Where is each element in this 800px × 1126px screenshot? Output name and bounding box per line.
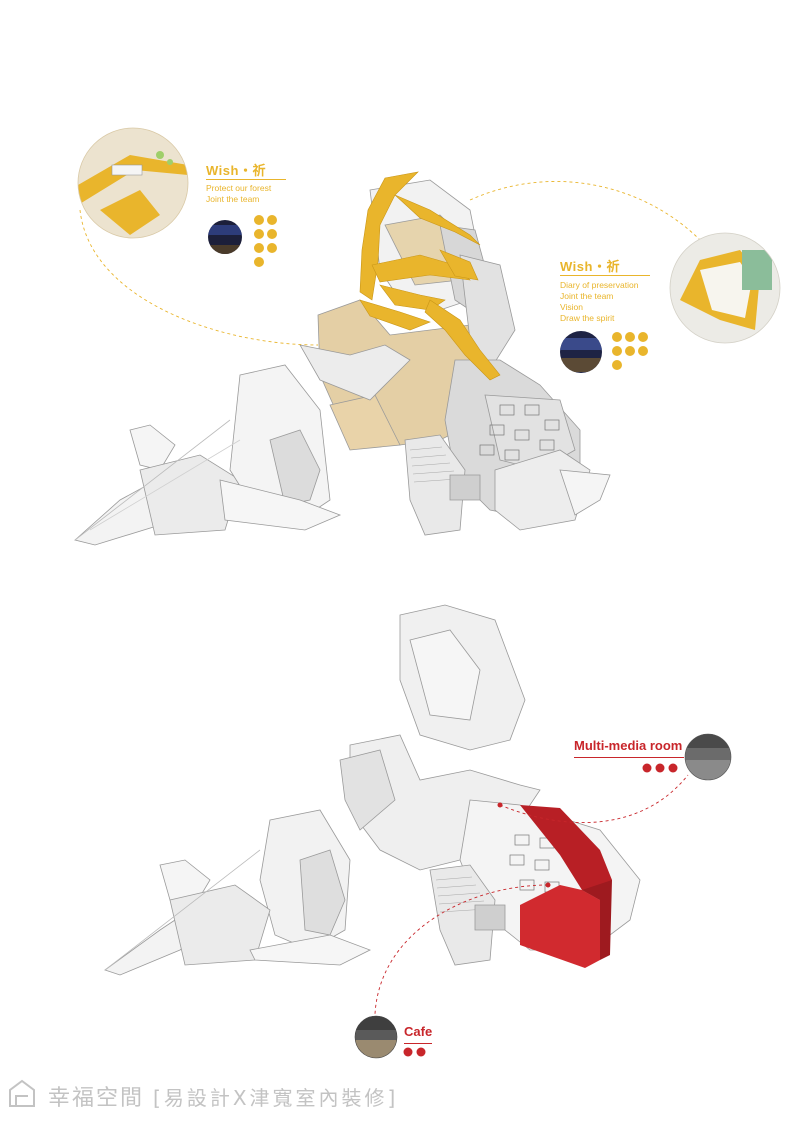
brand-logo-icon: [9, 1079, 35, 1107]
footer-brand: 幸福空間: [48, 1086, 145, 1111]
cafe-label: Cafe: [404, 1024, 433, 1039]
multimedia-photo-thumbnail: [684, 733, 732, 781]
location-icon: [612, 360, 622, 370]
wish-line-right-2: Joint the team: [560, 291, 614, 301]
cafe-divider: [404, 1043, 432, 1044]
share-icon: [612, 346, 622, 356]
icon-cluster-right: [612, 332, 648, 370]
location-icon: [638, 346, 648, 356]
photo-thumbnail-left: [208, 220, 242, 254]
music-icon: [638, 332, 648, 342]
wish-title-right: Wish・祈: [560, 259, 620, 274]
settings-icon: [254, 243, 264, 253]
footer-credit: 幸福空間 [易設計X津寬室內裝修]: [14, 1080, 398, 1112]
icon-cluster-cafe: [403, 1047, 426, 1057]
share-icon: [267, 229, 277, 239]
bottom-floor-plan: [104, 604, 641, 976]
location-icon: [254, 257, 264, 267]
multimedia-room-highlight: [520, 805, 612, 968]
stage-icon: [254, 215, 264, 225]
wish-line-right-3: Vision: [560, 302, 583, 312]
cafe-marker: [545, 882, 551, 888]
wish-detail-bubble-left: [77, 127, 189, 239]
wish-title-left: Wish・祈: [206, 163, 266, 178]
wish-detail-bubble-right: [669, 232, 781, 344]
cafe-photo-thumbnail: [354, 1015, 398, 1059]
music-icon: [668, 763, 678, 773]
top-floor-plan: [74, 179, 611, 546]
icon-cluster-left: [254, 215, 277, 267]
multimedia-room-label: Multi-media room: [574, 738, 683, 753]
wish-line-right-1: Diary of preservation: [560, 280, 639, 290]
callout-connectors-bottom: [374, 774, 689, 1015]
wish-line-left-1: Protect our forest: [206, 183, 272, 193]
share-icon: [416, 1047, 426, 1057]
photo-thumbnail-right: [560, 331, 602, 373]
settings-icon: [625, 346, 635, 356]
icon-cluster-multimedia: [642, 763, 678, 773]
music-icon: [254, 229, 264, 239]
stage-icon: [612, 332, 622, 342]
wish-path-highlight: [359, 171, 501, 381]
screen-icon: [642, 763, 652, 773]
screen-icon: [625, 332, 635, 342]
screen-icon: [403, 1047, 413, 1057]
wish-divider-left: [206, 179, 286, 180]
multimedia-divider: [574, 757, 684, 758]
stage-icon: [655, 763, 665, 773]
multimedia-marker: [497, 802, 503, 808]
wish-divider-right: [560, 275, 650, 276]
wish-line-left-2: Joint the team: [206, 194, 260, 204]
callout-connectors-top: [79, 181, 701, 346]
location-icon: [267, 243, 277, 253]
wish-line-right-4: Draw the spirit: [560, 313, 615, 323]
screen-icon: [267, 215, 277, 225]
footer-designer: [易設計X津寬室內裝修]: [153, 1086, 399, 1110]
